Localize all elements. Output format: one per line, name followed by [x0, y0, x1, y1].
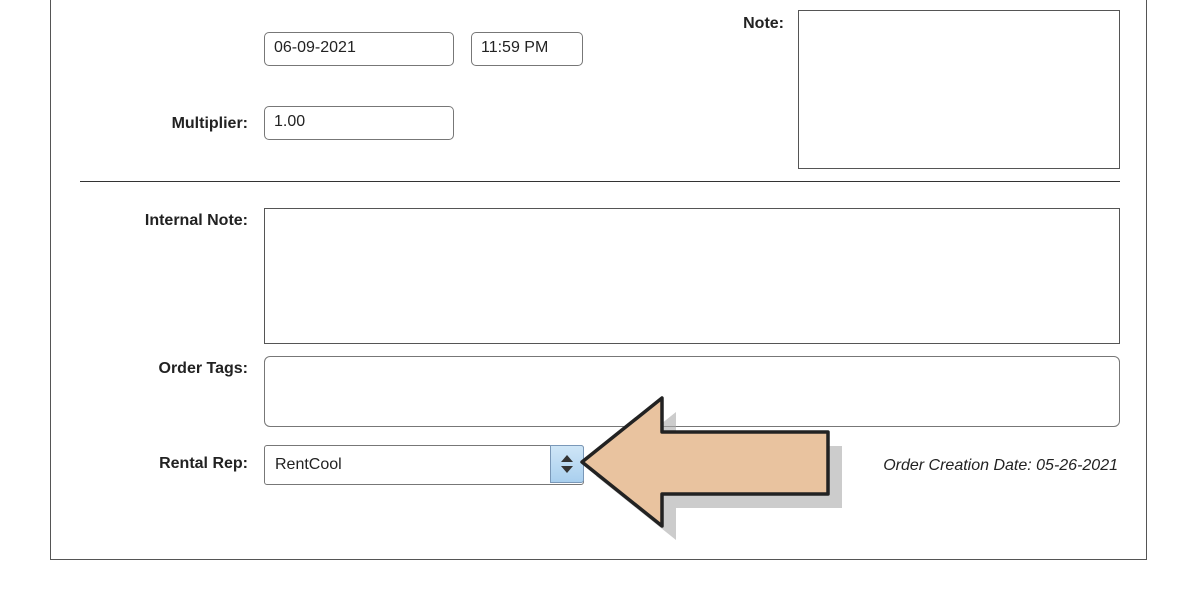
rental-rep-select[interactable]: RentCool [264, 445, 584, 485]
multiplier-label: Multiplier: [171, 115, 248, 132]
note-textarea[interactable] [798, 10, 1120, 169]
time-input[interactable]: 11:59 PM [471, 32, 583, 66]
multiplier-input[interactable]: 1.00 [264, 106, 454, 140]
note-label: Note: [743, 15, 784, 32]
order-creation-date: Order Creation Date: 05-26-2021 [883, 457, 1118, 474]
internal-note-label: Internal Note: [144, 212, 248, 229]
callout-arrow-icon [580, 396, 842, 540]
updown-arrows-icon [561, 455, 573, 473]
order-tags-label: Order Tags: [158, 360, 249, 377]
rental-rep-label: Rental Rep: [159, 455, 248, 472]
order-tags-input[interactable] [264, 356, 1120, 427]
date-input[interactable]: 06-09-2021 [264, 32, 454, 66]
select-spinner-icon[interactable] [550, 445, 584, 483]
rental-rep-selected-value: RentCool [275, 456, 342, 473]
internal-note-textarea[interactable] [264, 208, 1120, 344]
section-divider [80, 181, 1120, 182]
